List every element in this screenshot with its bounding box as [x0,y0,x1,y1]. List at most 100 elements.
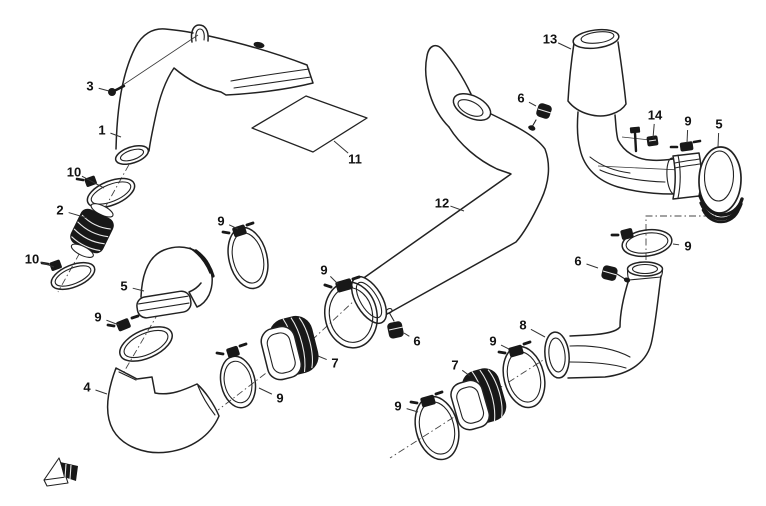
part-number-label: 9 [320,263,327,278]
clamp-screw [226,345,240,359]
part-number-label: 9 [276,391,283,406]
part-2-corrugated-hose [70,203,114,258]
coupler-front-rim [450,379,491,431]
leader-line [330,276,339,285]
leader-line [686,129,689,144]
clamp-screw [116,318,131,332]
leader-line [717,132,720,148]
part-9-hose-clamp [669,139,702,152]
clamp-screw [679,141,694,152]
leader-line [406,408,419,413]
duct-opening-rim [197,385,216,416]
mouth-lip [230,68,310,82]
callout-13: 13 [543,32,572,50]
part-number-label: 6 [413,334,420,349]
clamp-screw [49,259,62,271]
leader-line [403,332,410,337]
part-number-label: 1 [98,123,105,138]
leader-line [557,42,572,50]
part-number-label: 2 [56,203,63,218]
callout-9: 9 [489,334,510,350]
leader-line [586,263,599,269]
callout-4: 4 [83,380,108,395]
part-7-bellows-coupler [450,368,507,431]
leader-line [672,243,680,246]
leader-line [333,140,349,154]
plug-hole [385,307,393,315]
part-10-round-clamp [75,175,136,209]
leader-line [106,319,120,326]
part-number-label: 12 [435,196,449,211]
part-9-hose-clamp [106,314,173,362]
leader-line [450,205,465,212]
leader-line [40,261,55,268]
leader-line [98,87,110,92]
part-number-label: 5 [715,117,722,132]
leader-line [317,355,327,361]
leader-line [95,389,108,395]
leader-line [530,328,546,338]
front-direction-arrow-icon [43,457,78,487]
leader-line [228,224,239,230]
part-3-bolt [108,34,199,96]
coupler-front-rim [260,325,303,381]
part-1-upper-intake-duct [114,24,314,165]
part-9-hose-clamp [215,342,257,409]
part-number-label: 9 [217,214,224,229]
callout-9: 9 [94,310,120,326]
part-number-label: 9 [684,239,691,254]
part-11-sheet-pad [251,95,368,153]
part-4-lower-air-duct [106,367,220,454]
clamp-screw [620,228,634,240]
callout-10: 10 [67,165,105,189]
callout-5: 5 [120,279,145,294]
hose-cuff [672,152,702,200]
part-number-label: 7 [451,358,458,373]
clamp-screw [508,344,524,358]
clamp-screw [420,394,436,408]
part-number-label: 9 [94,310,101,325]
part-13-snorkel-head [567,28,680,195]
tube-mouth [452,93,492,121]
leader-line [652,123,655,139]
callout-9: 9 [394,399,419,414]
part-number-label: 9 [489,334,496,349]
part-10-round-clamp [40,259,96,291]
callout-2: 2 [56,203,88,219]
part-6-rubber-plug [387,313,404,339]
callout-9: 9 [684,114,692,144]
part-number-label: 9 [394,399,401,414]
part-9-hose-clamp [610,228,673,258]
callout-6: 6 [574,254,599,269]
clamp-screw [232,224,247,238]
part-9-hose-clamp [409,390,460,461]
part-9-hose-clamp [221,221,269,290]
ribbed-collar [698,194,744,217]
leader-line [461,369,471,377]
leader-line [500,344,510,350]
clamp-screw [335,278,353,293]
part-number-label: 3 [86,79,93,94]
callout-6: 6 [517,91,537,107]
part-8-intake-pipe [544,261,664,379]
callout-14: 14 [648,108,663,139]
callout-8: 8 [519,318,546,338]
leader-line [132,287,145,292]
part-5-elbow-adapter [136,246,215,319]
callout-3: 3 [86,79,110,94]
leader-line [68,212,88,219]
callout-9: 9 [320,263,339,285]
leader-line [81,175,105,189]
callout-1: 1 [98,123,122,138]
part-5-elbow-adapter [698,146,744,224]
part-9-hose-clamp [497,340,546,409]
part-number-label: 8 [519,318,526,333]
leader-line [258,387,273,395]
part-number-label: 6 [517,91,524,106]
callout-10: 10 [25,252,55,268]
callout-9: 9 [672,239,692,254]
part-number-label: 4 [83,380,91,395]
